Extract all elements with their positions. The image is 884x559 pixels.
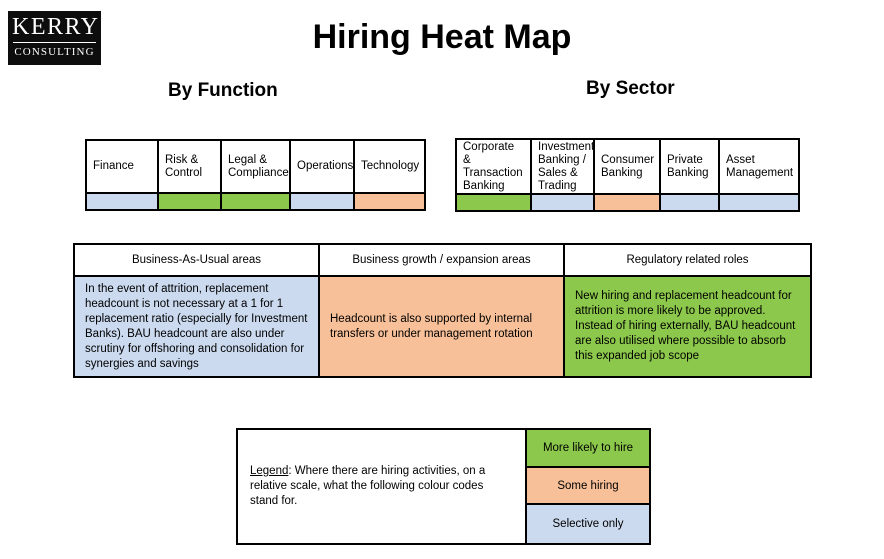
by-sector-swatch-row <box>457 193 798 210</box>
legend-item-more-likely-to-hire: More likely to hire <box>527 430 649 468</box>
sector-label-consumer-banking: Consumer Banking <box>595 140 661 193</box>
by-function-swatch-row <box>87 192 424 209</box>
sector-swatch-investment-banking-sales-trading <box>532 193 595 210</box>
function-label-legal-compliance: Legal & Compliance <box>222 141 291 192</box>
function-swatch-risk-control <box>159 192 222 209</box>
panel-body-regulatory: New hiring and replacement headcount for… <box>565 277 810 376</box>
function-swatch-technology <box>355 192 424 209</box>
sector-label-investment-banking-sales-trading: Investment Banking / Sales & Trading <box>532 140 595 193</box>
section-heading-by-function: By Function <box>168 80 278 101</box>
function-label-technology: Technology <box>355 141 424 192</box>
panel-regulatory: Regulatory related roles New hiring and … <box>565 245 810 376</box>
panel-body-business-as-usual: In the event of attrition, replacement h… <box>75 277 318 376</box>
kerry-consulting-logo: KERRY CONSULTING <box>8 11 101 65</box>
legend-description: Legend: Where there are hiring activitie… <box>238 430 525 543</box>
legend-description-text: : Where there are hiring activities, on … <box>250 465 486 507</box>
sector-label-corporate-transaction-banking: Corporate & Transaction Banking <box>457 140 532 193</box>
panel-business-as-usual: Business-As-Usual areas In the event of … <box>75 245 320 376</box>
panel-body-business-growth: Headcount is also supported by internal … <box>320 277 563 376</box>
panel-heading-business-as-usual: Business-As-Usual areas <box>75 245 318 277</box>
logo-tagline: CONSULTING <box>14 46 95 58</box>
by-function-matrix: Finance Risk & Control Legal & Complianc… <box>85 139 426 211</box>
sector-swatch-asset-management <box>720 193 798 210</box>
function-label-risk-control: Risk & Control <box>159 141 222 192</box>
sector-swatch-corporate-transaction-banking <box>457 193 532 210</box>
legend-box: Legend: Where there are hiring activitie… <box>236 428 651 545</box>
legend-item-selective-only: Selective only <box>527 505 649 544</box>
sector-swatch-consumer-banking <box>595 193 661 210</box>
panel-heading-business-growth: Business growth / expansion areas <box>320 245 563 277</box>
function-swatch-finance <box>87 192 159 209</box>
section-heading-by-sector: By Sector <box>586 78 675 99</box>
function-swatch-operations <box>291 192 355 209</box>
by-sector-label-row: Corporate & Transaction Banking Investme… <box>457 140 798 193</box>
legend-item-some-hiring: Some hiring <box>527 467 649 506</box>
logo-wordmark: KERRY <box>12 14 100 40</box>
commentary-panels: Business-As-Usual areas In the event of … <box>73 243 812 378</box>
sector-label-asset-management: Asset Management <box>720 140 798 193</box>
panel-heading-regulatory: Regulatory related roles <box>565 245 810 277</box>
legend-swatch-column: More likely to hire Some hiring Selectiv… <box>525 430 649 544</box>
sector-swatch-private-banking <box>661 193 720 210</box>
sector-label-private-banking: Private Banking <box>661 140 720 193</box>
page-title: Hiring Heat Map <box>312 18 572 56</box>
logo-divider <box>13 42 96 43</box>
panel-business-growth: Business growth / expansion areas Headco… <box>320 245 565 376</box>
by-function-label-row: Finance Risk & Control Legal & Complianc… <box>87 141 424 192</box>
by-sector-matrix: Corporate & Transaction Banking Investme… <box>455 138 800 212</box>
function-label-finance: Finance <box>87 141 159 192</box>
function-label-operations: Operations <box>291 141 355 192</box>
function-swatch-legal-compliance <box>222 192 291 209</box>
legend-label-word: Legend <box>250 465 289 477</box>
